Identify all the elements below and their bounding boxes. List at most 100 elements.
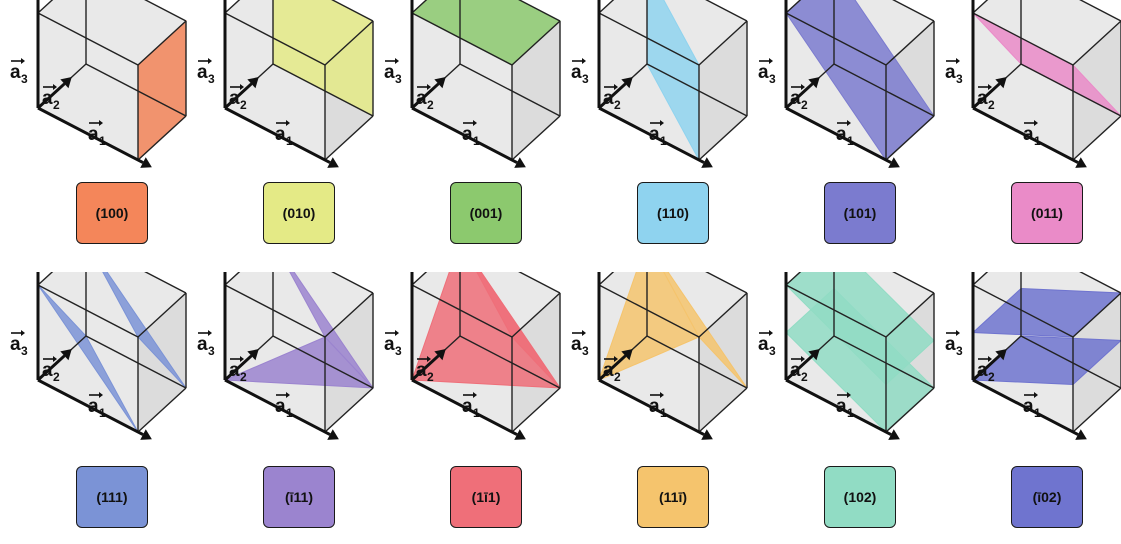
svg-text:3: 3 — [395, 72, 402, 86]
svg-text:1: 1 — [473, 134, 480, 148]
svg-text:3: 3 — [956, 72, 963, 86]
axis-a2-arrow-head — [60, 77, 72, 89]
axis-a1-arrow-head — [888, 157, 900, 168]
cube-edge — [411, 12, 513, 66]
miller-plane — [663, 272, 748, 389]
cube-edge — [705, 272, 748, 294]
svg-text:a: a — [790, 88, 801, 109]
svg-text:2: 2 — [988, 98, 995, 112]
svg-text:a: a — [790, 360, 801, 381]
cube-edge — [598, 284, 700, 338]
miller-plane — [289, 272, 374, 389]
cube-edge — [833, 335, 935, 389]
miller-index-label: (ī02) — [1011, 466, 1083, 528]
cube-edge — [518, 0, 561, 22]
cube-edge — [511, 115, 561, 161]
cube-edge — [137, 20, 187, 66]
cube-edge — [833, 63, 935, 117]
cube-side-face — [699, 21, 747, 160]
axis-arrows — [971, 0, 1087, 168]
axis-a2-arrow — [784, 82, 814, 110]
svg-text:2: 2 — [427, 98, 434, 112]
cube-edge — [144, 0, 187, 22]
cube-edge — [272, 63, 374, 117]
svg-text:a: a — [229, 360, 240, 381]
miller-plane — [476, 272, 561, 389]
svg-text:1: 1 — [847, 134, 854, 148]
axis-a2-arrow — [597, 82, 627, 110]
svg-text:2: 2 — [614, 98, 621, 112]
svg-text:2: 2 — [53, 98, 60, 112]
axis-a1-arrow — [598, 106, 705, 164]
svg-text:1: 1 — [847, 406, 854, 420]
svg-text:3: 3 — [395, 344, 402, 358]
svg-text:1: 1 — [1034, 406, 1041, 420]
svg-text:2: 2 — [240, 98, 247, 112]
axis-a2-arrow-head — [808, 77, 820, 89]
axis-a2-arrow-head — [995, 77, 1007, 89]
miller-index-label: (111) — [76, 466, 148, 528]
svg-text:a: a — [758, 334, 769, 355]
cube-edge — [224, 272, 241, 286]
axis-a2-arrow-head — [621, 349, 633, 361]
svg-text:a: a — [416, 88, 427, 109]
svg-text:a: a — [384, 62, 395, 83]
axis-a2-arrow-head — [434, 77, 446, 89]
cube-edge — [705, 0, 748, 22]
miller-index-label: (ī11) — [263, 466, 335, 528]
svg-text:a: a — [42, 88, 53, 109]
axis-a2-arrow — [410, 82, 440, 110]
axis-a2-arrow — [36, 354, 66, 382]
cube-edge — [224, 0, 241, 14]
cube-edge — [324, 292, 374, 338]
axis-a2-arrow-head — [434, 349, 446, 361]
cube-edge — [698, 20, 748, 66]
cube-side-face — [512, 21, 560, 160]
svg-text:3: 3 — [769, 72, 776, 86]
svg-text:a: a — [462, 396, 473, 417]
cube-edge — [1072, 115, 1121, 161]
svg-text:a: a — [1023, 396, 1034, 417]
cube-edge — [511, 387, 561, 433]
cube-edge — [324, 115, 374, 161]
svg-text:2: 2 — [614, 370, 621, 384]
axis-a2-arrow — [410, 354, 440, 382]
svg-text:2: 2 — [53, 370, 60, 384]
svg-text:3: 3 — [582, 344, 589, 358]
axis-a1-arrow-head — [701, 157, 713, 168]
svg-text:a: a — [977, 88, 988, 109]
cube-edge — [1079, 272, 1121, 294]
axis-a1-arrow — [224, 106, 331, 164]
miller-plane-group — [224, 272, 374, 389]
cube-edge — [892, 0, 935, 22]
cube-edge — [144, 272, 187, 294]
axis-a1-arrow-head — [140, 157, 152, 168]
miller-plane-group — [971, 287, 1121, 386]
svg-text:a: a — [836, 124, 847, 145]
axis-arrows — [597, 272, 713, 440]
axis-a1-arrow — [785, 106, 892, 164]
cube-edge — [785, 272, 802, 286]
cube-edge — [518, 272, 561, 294]
cube-edge — [892, 272, 935, 294]
cube-edge — [1072, 292, 1121, 338]
cube-edges — [411, 272, 561, 433]
